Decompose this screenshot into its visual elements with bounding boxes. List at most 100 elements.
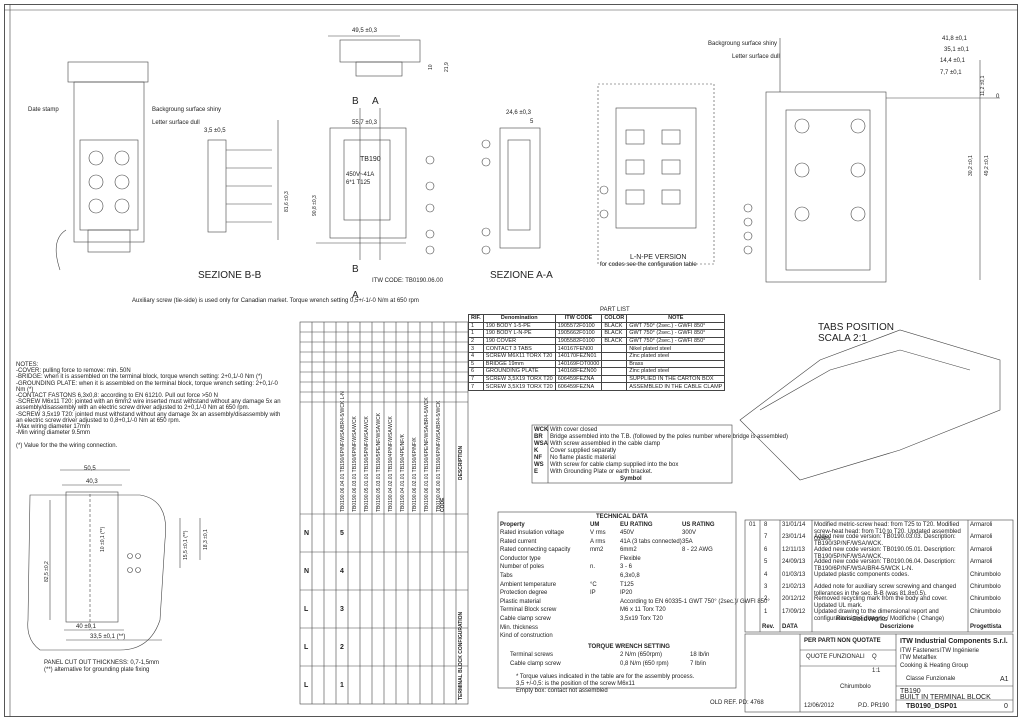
dim-d7: 5	[530, 119, 534, 125]
part-list-cell	[601, 382, 628, 391]
part-list-cell: Zinc plated steel	[626, 367, 726, 376]
torque-cell: Cable clamp screw	[510, 660, 561, 667]
part-list-cell	[601, 351, 628, 361]
note-line: -Max wiring diameter 17mm	[16, 424, 91, 430]
part-list-header: ITW CODE	[554, 314, 603, 323]
config-code: TB0190.06.00.01 TB190/6P/NF/WSA/BR4-5/WC…	[436, 400, 442, 512]
note-line: NOTES:	[16, 362, 39, 368]
drawing-number: TB0190_DSP01	[906, 703, 957, 710]
config-number: 2	[340, 644, 344, 651]
tech-data-cell: Number of poles	[500, 564, 545, 571]
part-list-cell: Zinc plated steel	[626, 351, 726, 361]
tech-data-cell: T125	[620, 581, 634, 588]
note-line: -SCREW M6x11 T20: jointed with an 6mm2 w…	[16, 399, 281, 406]
dim-d23: 10 ±0,1 (**)	[100, 526, 106, 552]
config-letter: L	[304, 644, 309, 651]
letter-dull-callout-2: Letter surface dull	[732, 54, 780, 60]
scale-value: 1:1	[872, 668, 881, 674]
dim-d13: 49,2 ±0,1	[984, 155, 990, 176]
symbol-description: With screw for cable clamp supplied into…	[550, 462, 679, 468]
tech-data-cell: 8 - 22 AWG	[682, 547, 713, 554]
tech-data-cell: n.	[590, 564, 596, 571]
dim-d5: 90,8 ±0,3	[312, 195, 318, 216]
config-number: 5	[340, 530, 344, 537]
brand-3: ITW Metalflex	[900, 655, 937, 661]
tech-data-cell: Conductor type	[500, 555, 541, 562]
torque-cell: 2 N/m (650rpm)	[620, 651, 663, 658]
part-list-cell: 190 COVER	[482, 336, 556, 346]
revision-date: 31/01/14	[782, 522, 806, 528]
note-line: Nm (*)	[16, 386, 34, 393]
dim-d18: 40 ±0,1	[76, 624, 96, 630]
dim-d21: 15,5 ±0,1 (**)	[183, 530, 189, 560]
config-title: TERMINAL BLOCK CONFIGURATION	[458, 611, 464, 700]
part-list-cell: BLACK	[601, 336, 628, 346]
dim-d14: 11,2 ±0,1	[980, 75, 986, 96]
dim-d24: 21,9	[444, 62, 450, 72]
tech-data-cell: A rms	[590, 538, 606, 545]
tech-data-cell: Rated connecting capacity	[500, 547, 571, 554]
revision-description: Added new code version: TB0190.03.03. De…	[814, 534, 956, 548]
revision-designer: Armaroli	[970, 534, 993, 541]
part-list-header: COLOR	[601, 314, 628, 323]
part-list-cell	[601, 374, 628, 384]
product-temp: 6*1 T125	[346, 180, 371, 186]
section-mark-a-bottom: A	[352, 290, 359, 301]
part-list-cell: BLACK	[601, 321, 628, 331]
config-number: 4	[340, 568, 344, 575]
note-line: -GROUNDING PLATE: when it is assembled o…	[16, 380, 278, 387]
symbol-code: E	[534, 469, 539, 475]
section-bb-label: SEZIONE B-B	[198, 270, 262, 281]
brand-2: ITW Ingénierie	[940, 648, 980, 654]
panel-cut-thickness: PANEL CUT OUT THICKNESS: 0,7-1,5mm	[44, 660, 160, 666]
revision-header: Rev.	[762, 624, 775, 630]
revision-date: 21/02/13	[782, 584, 806, 590]
dim-d6: 24,6 ±0,3	[506, 110, 531, 116]
dim-d9: 35,1 ±0,1	[944, 47, 969, 53]
tech-data-cell: Ambient temperature	[500, 581, 557, 588]
revision-number: 8	[764, 522, 768, 528]
tech-data-cell: Kind of construction	[500, 633, 553, 640]
config-code: TB0190.06.02.01 TB190/6P/NF/K	[412, 437, 418, 512]
revision-header: Progettista	[970, 624, 1002, 630]
part-list-cell	[601, 359, 628, 369]
dim-d4: 81,6 ±0,3	[284, 191, 290, 212]
designer-name: Chirumbolo	[840, 684, 871, 690]
note-line: an electric screw driver adjusted to 0,8…	[16, 417, 181, 424]
drawing-frame	[4, 4, 1018, 717]
tech-data-header: US RATING	[682, 522, 715, 528]
class-label: Classe Funzionale	[906, 676, 956, 682]
revision-designer: Chirumbolo	[970, 571, 1001, 578]
section-aa-label: SEZIONE A-A	[490, 270, 553, 281]
tech-data-cell: Cable clamp screw	[500, 616, 551, 622]
part-list-cell: 1	[468, 329, 484, 338]
part-list-cell: BLACK	[601, 329, 628, 338]
revision-header: DATA	[782, 624, 798, 630]
revision-date: 12/11/13	[782, 546, 805, 553]
bg-shiny-callout: Backgroung surface shiny	[152, 107, 222, 113]
tech-data-cell: According to EN 60335-1 GWT 750° (2sec.)…	[620, 598, 770, 605]
dim-d19: 33,5 ±0,1 (**)	[90, 634, 126, 640]
part-list-cell: CONTACT 3 TABS	[482, 344, 556, 353]
part-list-header: NOTE	[626, 314, 726, 323]
revision-date: 17/09/12	[782, 608, 806, 615]
revision-date: 01/03/13	[782, 571, 806, 578]
config-letter: N	[304, 568, 310, 575]
sheet-size: A1	[1000, 676, 1009, 683]
quality-class: Q	[872, 654, 877, 660]
note-line: -COVER: pulling force to remove: min. 50…	[16, 368, 131, 375]
part-list-cell: GROUNDING PLATE	[482, 367, 556, 376]
pd-number: P.D. PR190	[858, 703, 889, 709]
revision-designer: Chirumbolo	[970, 596, 1001, 603]
config-code: TB0190.04.01.01 TB190/4PE/NF/K	[400, 433, 406, 512]
part-list-cell: 2	[468, 336, 484, 346]
itw-code-label: ITW CODE: TB0190.06.00	[372, 278, 443, 284]
torque-cell: 18 lb/in	[690, 651, 710, 658]
auxiliary-note: Auxiliary screw (tie-side) is used only …	[132, 298, 419, 304]
tech-data-cell: 41A (3 tabs connected)	[620, 538, 682, 545]
part-list-cell: Nikel plated steel	[626, 344, 726, 353]
panel-cut-alternative: (**) alternative for grounding plate fix…	[44, 667, 150, 673]
symbol-description: With cover closed	[550, 427, 598, 433]
